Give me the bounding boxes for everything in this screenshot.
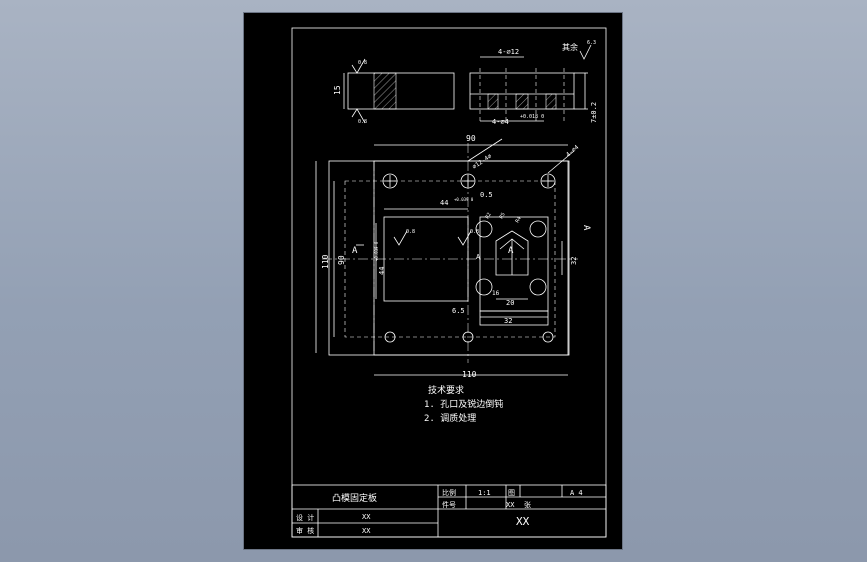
design-value: XX (362, 513, 371, 521)
design-label: 设 计 (296, 513, 314, 522)
section-a-right: A (581, 225, 591, 231)
side-height-dim: 15 (333, 85, 342, 95)
drawing-frame (291, 27, 607, 538)
side-thickness-dim: 7±0.2 (590, 102, 598, 123)
part-name: 凸模固定板 (332, 492, 377, 504)
scale-label: 比例 (442, 488, 456, 497)
check-value: XX (362, 527, 371, 535)
plan-rough-2: 0.8 (470, 229, 479, 235)
plan-height-outer: 110 (321, 254, 330, 269)
plan-dim-44-left: 44 (378, 267, 386, 275)
plan-dim-05: 0.5 (480, 191, 493, 199)
cad-drawing: 15 4-⌀12 4-⌀4 +0.018 0 7±0.2 0.8 0.8 其余 … (291, 27, 607, 538)
plan-width-bottom: 110 (462, 370, 477, 379)
plan-dim-65: 6.5 (452, 307, 465, 315)
notes-title: 技术要求 (428, 384, 464, 396)
side-pin-callout: 4-⌀4 (492, 118, 509, 126)
section-a-left: A (352, 246, 358, 256)
title-block (291, 484, 607, 538)
plan-dim-44-top-tol: +0.039 0 (454, 197, 474, 202)
general-roughness-value: 6.3 (587, 40, 596, 46)
plan-dim-44-top: 44 (440, 199, 448, 207)
plan-width-top: 90 (466, 134, 476, 143)
plan-dim-r5: R5 (499, 212, 507, 220)
plan-rough-1: 0.8 (406, 229, 415, 235)
plan-dim-r4: R4 (515, 216, 523, 224)
plan-hole-callout-b: 4-⌀4 (565, 144, 581, 159)
company-name: XX (516, 515, 530, 528)
notes-item-1: 1. 孔口及锐边倒钝 (424, 398, 503, 410)
general-roughness-label: 其余 (562, 42, 578, 52)
sheet-size: A 4 (570, 489, 583, 497)
side-holes-callout: 4-⌀12 (498, 48, 519, 56)
notes-item-2: 2. 调质处理 (424, 412, 476, 424)
side-rough-top: 0.8 (358, 60, 367, 66)
side-view (343, 44, 592, 124)
part-no-label: 件号 (442, 500, 456, 509)
part-no-value: XX (506, 501, 515, 509)
plan-view (315, 138, 578, 376)
plan-dim-44-left-tol: +0.039 0 (374, 241, 379, 261)
drawing-label: 图 (508, 489, 515, 497)
plan-dim-side-32: 32 (570, 257, 578, 265)
plan-dim-r2: R2 (485, 212, 493, 220)
plan-dim-32: 32 (504, 317, 512, 325)
side-pin-tol: +0.018 0 (520, 114, 544, 120)
side-rough-bottom: 0.8 (358, 119, 367, 125)
plan-height-inner: 90 (337, 255, 346, 265)
plan-hole-callout-a: ⌀12-4⌀ (471, 153, 493, 171)
scale-value: 1:1 (478, 489, 491, 497)
section-a-mid: A (476, 253, 481, 261)
count-label: 张 (524, 500, 531, 509)
plan-dim-20: 20 (506, 299, 514, 307)
check-label: 审 核 (296, 526, 314, 535)
plan-dim-16: 16 (492, 290, 500, 297)
section-a-center: A (508, 246, 514, 256)
drawing-sheet: 15 4-⌀12 4-⌀4 +0.018 0 7±0.2 0.8 0.8 其余 … (244, 13, 622, 549)
